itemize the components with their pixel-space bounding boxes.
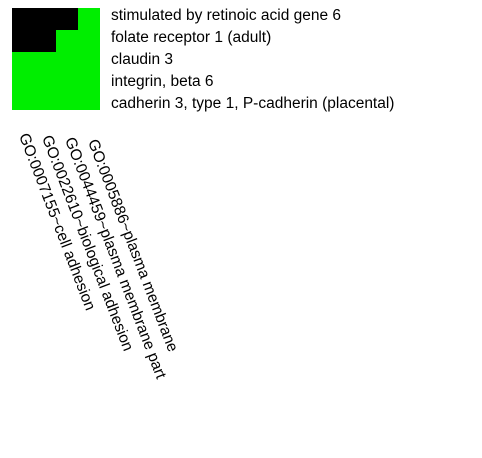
gene-label: folate receptor 1 (adult) — [111, 29, 272, 46]
heatmap-cell — [34, 30, 56, 52]
heatmap-cell — [78, 8, 100, 30]
heatmap-cell — [56, 30, 78, 52]
gene-label: cadherin 3, type 1, P-cadherin (placenta… — [111, 95, 395, 112]
heatmap-cell — [12, 8, 34, 30]
heatmap-cell — [12, 74, 34, 96]
heatmap-cell — [34, 8, 56, 30]
heatmap-cell — [56, 74, 78, 96]
heatmap-cell — [34, 52, 56, 74]
heatmap-cell — [56, 8, 78, 30]
heatmap-grid — [12, 8, 100, 110]
gene-label: stimulated by retinoic acid gene 6 — [111, 7, 342, 24]
heatmap-cell — [34, 74, 56, 96]
gene-label: claudin 3 — [111, 51, 174, 68]
heatmap-cell — [78, 74, 100, 96]
heatmap-cell — [56, 96, 78, 110]
heatmap-cell — [78, 96, 100, 110]
heatmap-cell — [78, 30, 100, 52]
heatmap-cell — [12, 30, 34, 52]
heatmap-cell — [12, 96, 34, 110]
heatmap-cell — [78, 52, 100, 74]
heatmap-cell — [34, 96, 56, 110]
heatmap-cell — [56, 52, 78, 74]
heatmap-cell — [12, 52, 34, 74]
gene-label: integrin, beta 6 — [111, 73, 214, 90]
